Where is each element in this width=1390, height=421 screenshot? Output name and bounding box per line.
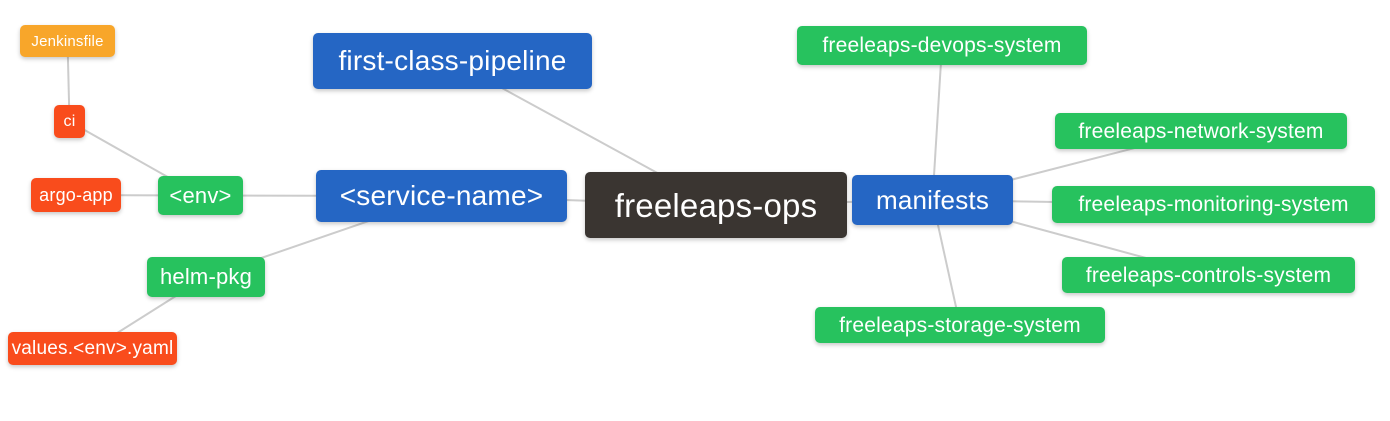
node-devops-system[interactable]: freeleaps-devops-system (797, 26, 1087, 65)
node-jenkinsfile[interactable]: Jenkinsfile (20, 25, 115, 57)
node-manifests[interactable]: manifests (852, 175, 1013, 225)
node-network-system[interactable]: freeleaps-network-system (1055, 113, 1347, 149)
node-argo-app[interactable]: argo-app (31, 178, 121, 212)
node-helm-pkg[interactable]: helm-pkg (147, 257, 265, 297)
node-first-class-pipeline[interactable]: first-class-pipeline (313, 33, 592, 89)
node-ci[interactable]: ci (54, 105, 85, 138)
node-freeleaps-ops[interactable]: freeleaps-ops (585, 172, 847, 238)
node-env[interactable]: <env> (158, 176, 243, 215)
node-service-name[interactable]: <service-name> (316, 170, 567, 222)
node-values-env-yaml[interactable]: values.<env>.yaml (8, 332, 177, 365)
node-controls-system[interactable]: freeleaps-controls-system (1062, 257, 1355, 293)
edge-manifests-devops-system (931, 45, 943, 201)
node-monitoring-system[interactable]: freeleaps-monitoring-system (1052, 186, 1375, 223)
node-storage-system[interactable]: freeleaps-storage-system (815, 307, 1105, 343)
